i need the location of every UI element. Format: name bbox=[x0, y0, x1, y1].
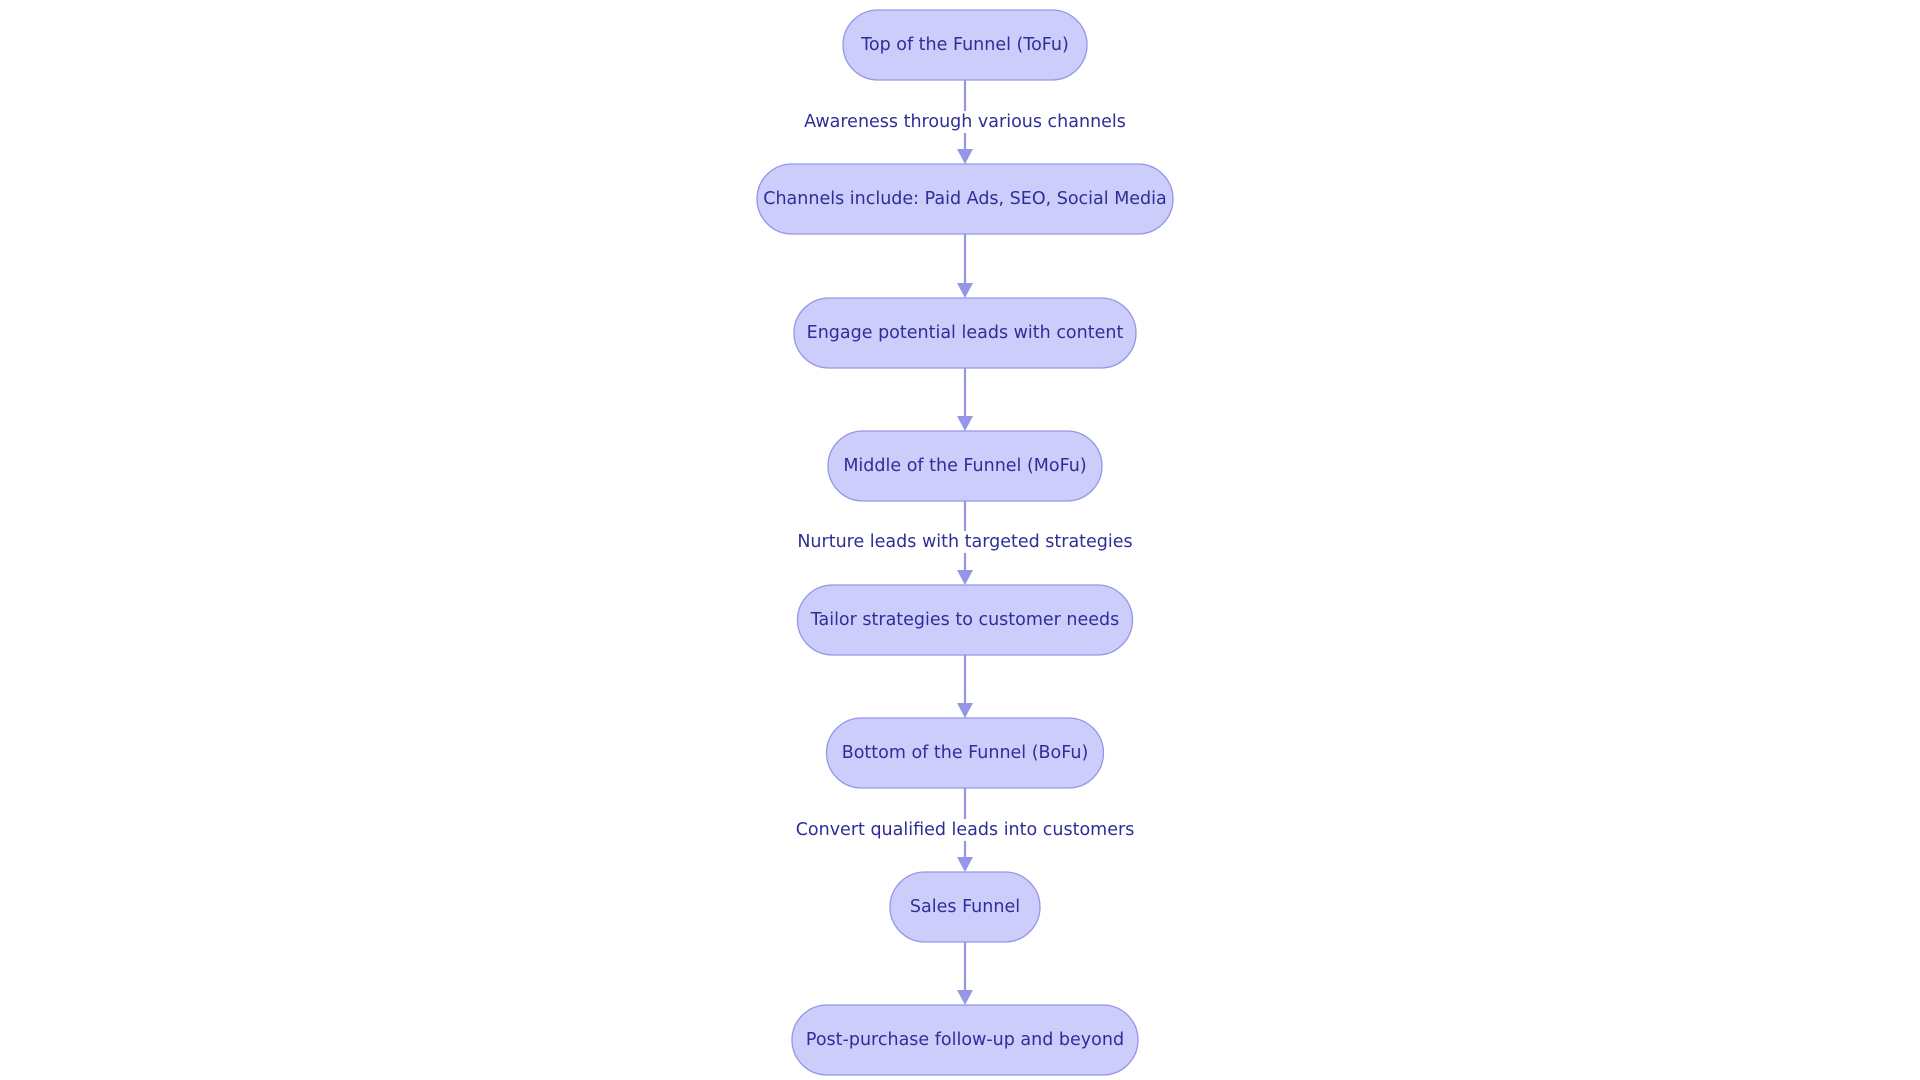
node-engage: Engage potential leads with content bbox=[793, 297, 1137, 369]
node-label: Post-purchase follow-up and beyond bbox=[806, 1030, 1124, 1050]
arrowhead-icon bbox=[957, 703, 973, 718]
node-label: Engage potential leads with content bbox=[807, 323, 1124, 343]
edge-engage-mofu bbox=[957, 368, 973, 431]
node-bofu: Bottom of the Funnel (BoFu) bbox=[825, 717, 1105, 789]
node-tofu: Top of the Funnel (ToFu) bbox=[842, 9, 1088, 81]
edge-label-background bbox=[800, 111, 1130, 133]
edge-tofu-channels: Awareness through various channels bbox=[800, 80, 1130, 164]
nodes-layer: Top of the Funnel (ToFu) Channels include… bbox=[756, 9, 1174, 1076]
node-post: Post-purchase follow-up and beyond bbox=[791, 1004, 1139, 1076]
node-label: Sales Funnel bbox=[910, 897, 1020, 917]
edge-sales-post bbox=[957, 942, 973, 1005]
edge-label-background bbox=[791, 819, 1139, 841]
edge-mofu-tailor: Nurture leads with targeted strategies bbox=[793, 501, 1137, 585]
edge-label: Convert qualified leads into customers bbox=[796, 820, 1135, 840]
node-label: Tailor strategies to customer needs bbox=[810, 610, 1120, 630]
node-shape bbox=[827, 430, 1103, 502]
edge-label: Nurture leads with targeted strategies bbox=[797, 532, 1132, 552]
arrowhead-icon bbox=[957, 283, 973, 298]
edges-layer: Awareness through various channelsNurtur… bbox=[791, 80, 1139, 1005]
node-sales: Sales Funnel bbox=[889, 871, 1041, 943]
arrowhead-icon bbox=[957, 857, 973, 872]
node-label: Top of the Funnel (ToFu) bbox=[860, 35, 1069, 55]
node-mofu: Middle of the Funnel (MoFu) bbox=[827, 430, 1103, 502]
node-label: Bottom of the Funnel (BoFu) bbox=[842, 743, 1089, 763]
edge-tailor-bofu bbox=[957, 655, 973, 718]
arrowhead-icon bbox=[957, 149, 973, 164]
node-shape bbox=[825, 717, 1105, 789]
node-label: Middle of the Funnel (MoFu) bbox=[843, 456, 1086, 476]
arrowhead-icon bbox=[957, 416, 973, 431]
node-label: Channels include: Paid Ads, SEO, Social … bbox=[763, 189, 1167, 209]
edge-label: Awareness through various channels bbox=[804, 112, 1126, 132]
node-shape bbox=[796, 584, 1134, 656]
node-tailor: Tailor strategies to customer needs bbox=[796, 584, 1134, 656]
node-shape bbox=[793, 297, 1137, 369]
edge-channels-engage bbox=[957, 234, 973, 298]
node-shape bbox=[842, 9, 1088, 81]
node-shape bbox=[791, 1004, 1139, 1076]
node-shape bbox=[756, 163, 1174, 235]
node-channels: Channels include: Paid Ads, SEO, Social … bbox=[756, 163, 1174, 235]
arrowhead-icon bbox=[957, 990, 973, 1005]
arrowhead-icon bbox=[957, 570, 973, 585]
node-shape bbox=[889, 871, 1041, 943]
edge-label-background bbox=[793, 531, 1137, 553]
edge-bofu-sales: Convert qualified leads into customers bbox=[791, 788, 1139, 872]
